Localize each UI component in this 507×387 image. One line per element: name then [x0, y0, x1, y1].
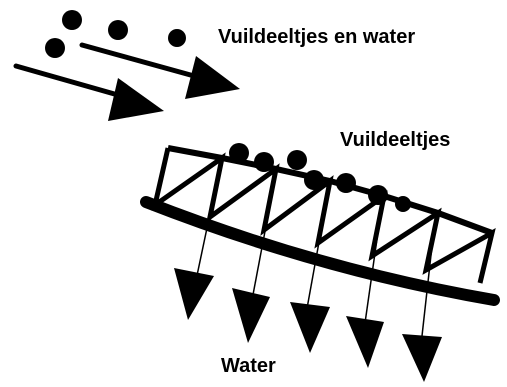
dirt-particle [62, 10, 82, 30]
dirt-particle [368, 185, 388, 205]
filter-truss [151, 147, 496, 284]
outflow-arrow [346, 231, 384, 368]
label-inflow: Vuildeeltjes en water [218, 26, 415, 48]
inflow-group [13, 10, 240, 121]
dirt-particle [229, 143, 249, 163]
dirt-particle [254, 152, 274, 172]
dirt-particle [108, 20, 128, 40]
inflow-arrow-upper [79, 42, 240, 99]
filter-base [140, 196, 500, 306]
trapped-particles [229, 143, 411, 212]
label-outflow: Water [221, 355, 276, 377]
dirt-particle [287, 150, 307, 170]
dirt-particle [168, 29, 186, 47]
label-particles: Vuildeeltjes [340, 129, 450, 151]
outflow-arrow [402, 245, 442, 382]
filter-structure [140, 145, 500, 306]
outflow-arrow [232, 204, 271, 343]
dirt-particle [45, 38, 65, 58]
dirt-particle [395, 196, 411, 212]
dirt-particle [336, 173, 356, 193]
outflow-arrow [174, 189, 216, 320]
inflow-arrow-lower [13, 63, 164, 121]
dirt-particle [304, 170, 324, 190]
outflow-arrows [174, 189, 442, 382]
outflow-arrow [290, 219, 330, 353]
